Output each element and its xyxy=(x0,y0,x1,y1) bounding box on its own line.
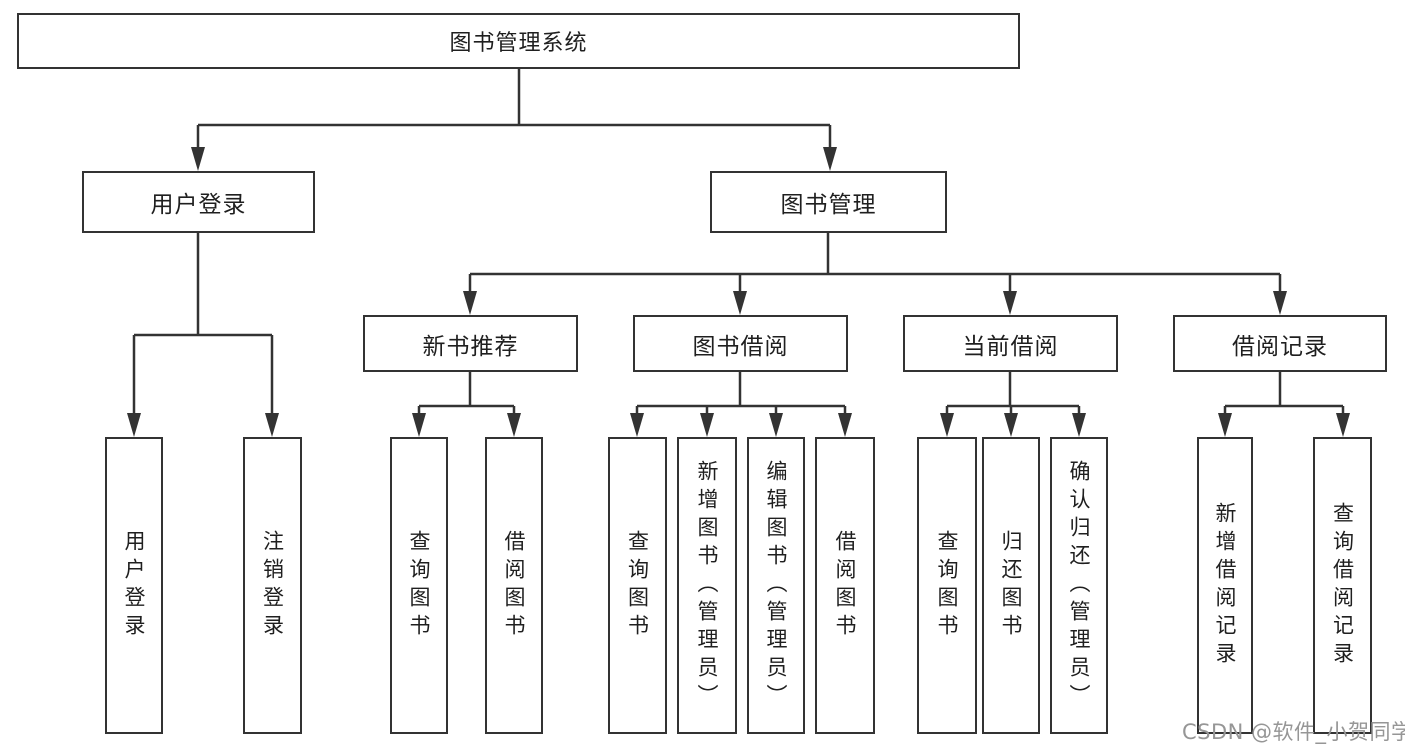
arrowheads xyxy=(127,147,1350,437)
node-label: 借阅记录 xyxy=(1232,333,1328,360)
csdn-watermark: CSDN @软件_小贺同学 xyxy=(1182,720,1405,744)
node-borrow-records: 借阅记录 xyxy=(1173,315,1387,372)
leaf-query-borrow-record: 查询借阅记录 xyxy=(1313,437,1372,734)
node-book-borrowing: 图书借阅 xyxy=(633,315,848,372)
node-label: 用户登录 xyxy=(150,192,247,218)
node-label: 新书推荐 xyxy=(422,333,519,360)
leaf-logout: 注销登录 xyxy=(243,437,302,734)
node-label: 图书借阅 xyxy=(692,333,789,360)
leaf-label: 新增借阅记录 xyxy=(1213,501,1238,670)
leaf-borrow-books-borrowing: 借阅图书 xyxy=(815,437,875,734)
leaf-label: 新增图书（管理员） xyxy=(695,459,720,712)
leaf-label: 编辑图书（管理员） xyxy=(764,459,789,712)
leaf-borrow-books-recommend: 借阅图书 xyxy=(485,437,543,734)
leaf-label: 注销登录 xyxy=(260,529,285,642)
tree-edges xyxy=(132,69,1345,416)
leaf-query-books-recommend: 查询图书 xyxy=(390,437,448,734)
node-user-login: 用户登录 xyxy=(82,171,315,233)
leaf-label: 查询图书 xyxy=(407,529,432,642)
leaf-confirm-return-admin: 确认归还（管理员） xyxy=(1050,437,1108,734)
leaf-label: 归还图书 xyxy=(999,529,1024,642)
node-book-management: 图书管理 xyxy=(710,171,947,233)
leaf-label: 用户登录 xyxy=(122,529,147,642)
leaf-label: 借阅图书 xyxy=(502,529,527,642)
leaf-label: 查询借阅记录 xyxy=(1330,501,1355,670)
leaf-label: 借阅图书 xyxy=(833,529,858,642)
node-library-management-system: 图书管理系统 xyxy=(17,13,1020,69)
leaf-add-borrow-record: 新增借阅记录 xyxy=(1197,437,1253,734)
node-label: 图书管理系统 xyxy=(449,31,588,56)
leaf-query-books-current: 查询图书 xyxy=(917,437,977,734)
leaf-add-book-admin: 新增图书（管理员） xyxy=(677,437,737,734)
leaf-edit-book-admin: 编辑图书（管理员） xyxy=(747,437,805,734)
leaf-label: 确认归还（管理员） xyxy=(1067,459,1092,712)
leaf-user-login: 用户登录 xyxy=(105,437,163,734)
node-current-borrowing: 当前借阅 xyxy=(903,315,1118,372)
leaf-return-book: 归还图书 xyxy=(982,437,1040,734)
node-label: 图书管理 xyxy=(780,192,877,218)
node-label: 当前借阅 xyxy=(962,333,1059,360)
leaf-label: 查询图书 xyxy=(625,529,650,642)
node-new-book-recommendation: 新书推荐 xyxy=(363,315,578,372)
leaf-query-books-borrowing: 查询图书 xyxy=(608,437,667,734)
leaf-label: 查询图书 xyxy=(935,529,960,642)
